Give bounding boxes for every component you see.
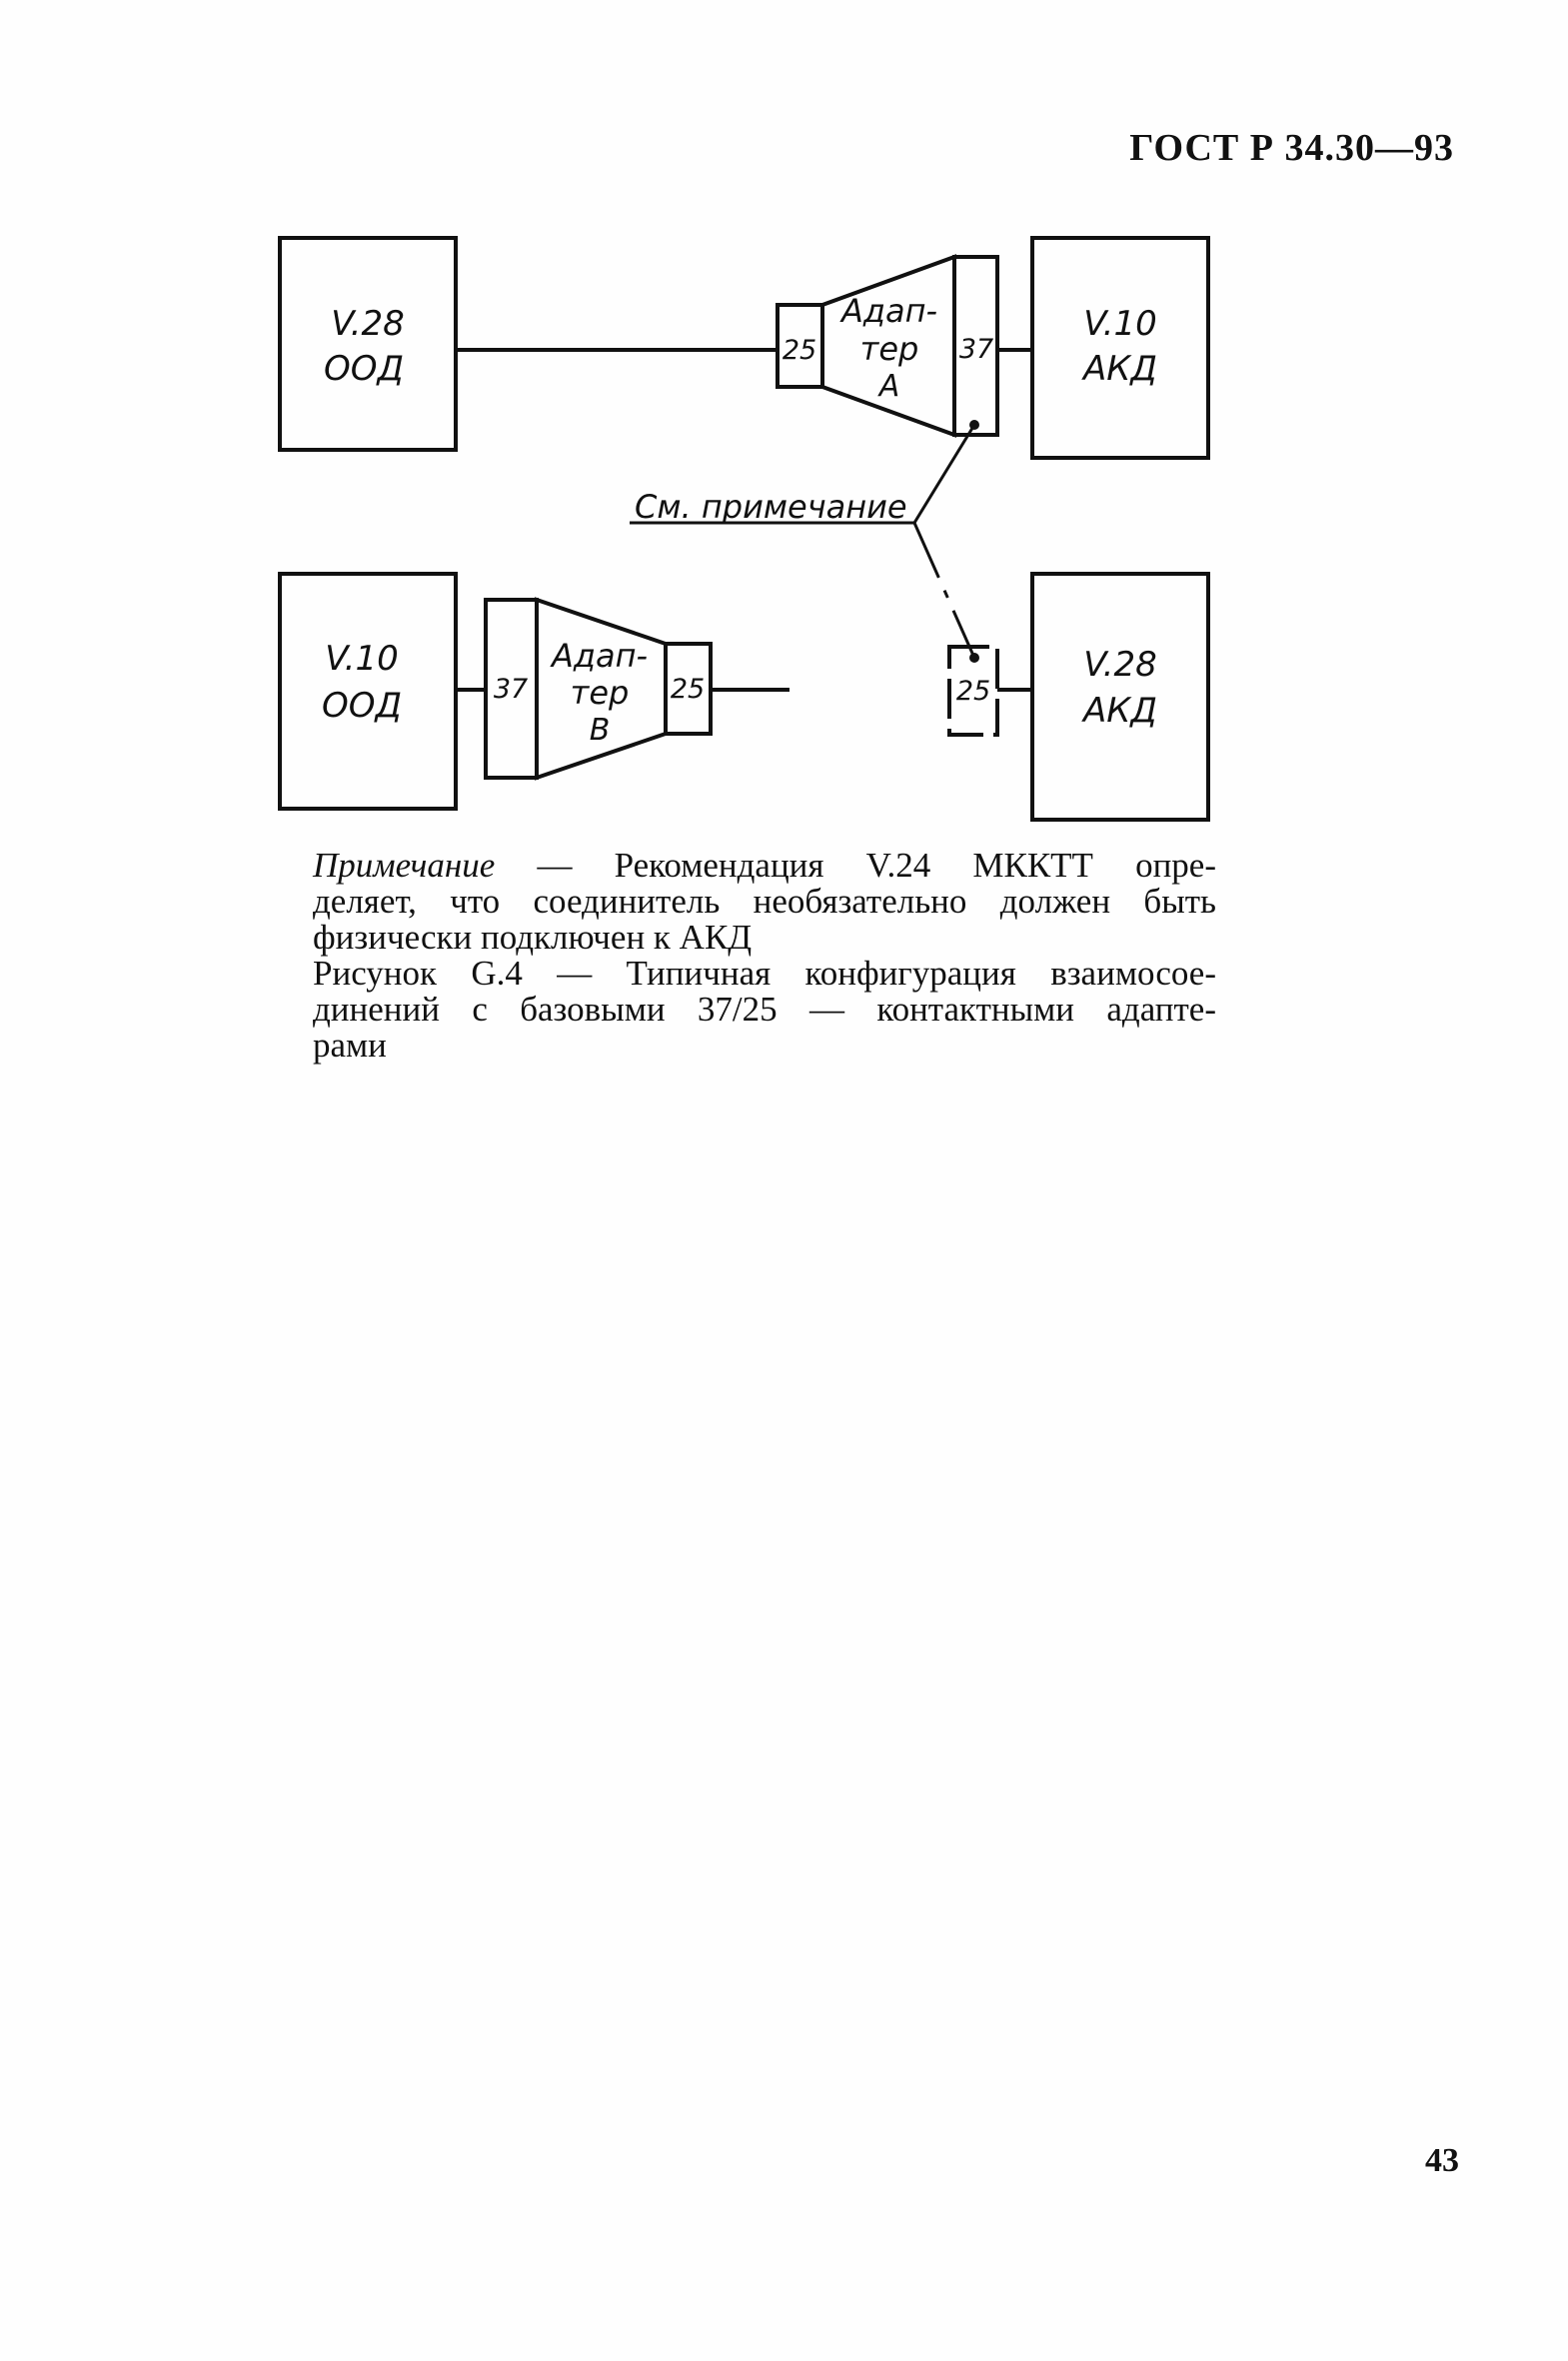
bottom-right-device-name: АКД	[1081, 691, 1157, 731]
note-label: Примечание	[313, 846, 496, 885]
bottom-left-device-name: ООД	[322, 686, 402, 726]
pointer-dot-bottom	[969, 653, 979, 663]
page-number: 43	[1425, 2142, 1459, 2179]
adapter-b-right-connector-label: 25	[671, 674, 705, 705]
note-pointer-label: См. примечание	[635, 488, 907, 526]
figure-title-line-2: динений с базовыми 37/25 — контактными а…	[313, 990, 1216, 1029]
adapter-a-right-connector	[952, 255, 999, 437]
bottom-right-connector-label: 25	[956, 676, 990, 707]
note-line-1: Примечание — Рекомендация V.24 МККТТ опр…	[313, 848, 1216, 884]
note-line-3: физически подключен к АКД	[313, 918, 753, 957]
bottom-right-connector	[947, 645, 999, 737]
adapter-b-label-line2: тер	[571, 674, 630, 712]
note-pointer-line-down	[912, 522, 976, 659]
adapter-a-label-line2: тер	[860, 330, 919, 368]
adapter-a-label-line3: А	[877, 369, 900, 404]
standard-code-header: ГОСТ Р 34.30—93	[1129, 127, 1454, 169]
device-box-top-left	[278, 236, 458, 452]
note-text-1: — Рекомендация V.24 МККТТ опре-	[495, 846, 1216, 885]
bottom-right-device-interface: V.28	[1083, 645, 1156, 685]
note-line-2: деляет, что соединитель необязательно до…	[313, 882, 1216, 921]
note-pointer-line-up	[912, 424, 976, 524]
pointer-dot-top	[969, 420, 979, 430]
device-box-bottom-right	[1030, 572, 1210, 822]
top-left-device-name: ООД	[324, 349, 404, 389]
figure-title-line-1: Рисунок G.4 — Типичная конфигурация взаи…	[313, 954, 1216, 993]
adapter-a-left-connector-label: 25	[783, 335, 816, 366]
adapter-b-label-line1: Адап-	[550, 637, 648, 675]
connection-diagram: V.28 ООД V.10 АКД 25 Адап- тер А 37 См. …	[278, 236, 1210, 822]
top-left-device-interface: V.28	[331, 304, 404, 344]
figure-title-line-3: рами	[313, 1026, 387, 1065]
bottom-left-device-interface: V.10	[325, 639, 398, 679]
adapter-b-left-connector-label: 37	[494, 674, 528, 705]
top-right-device-interface: V.10	[1083, 304, 1156, 344]
adapter-b-label-line3: В	[590, 713, 611, 748]
figure-caption: Примечание — Рекомендация V.24 МККТТ опр…	[313, 848, 1216, 1064]
adapter-a-right-connector-label: 37	[959, 334, 993, 365]
top-right-device-name: АКД	[1081, 349, 1157, 389]
device-box-top-right	[1030, 236, 1210, 460]
adapter-a-label-line1: Адап-	[839, 292, 937, 330]
